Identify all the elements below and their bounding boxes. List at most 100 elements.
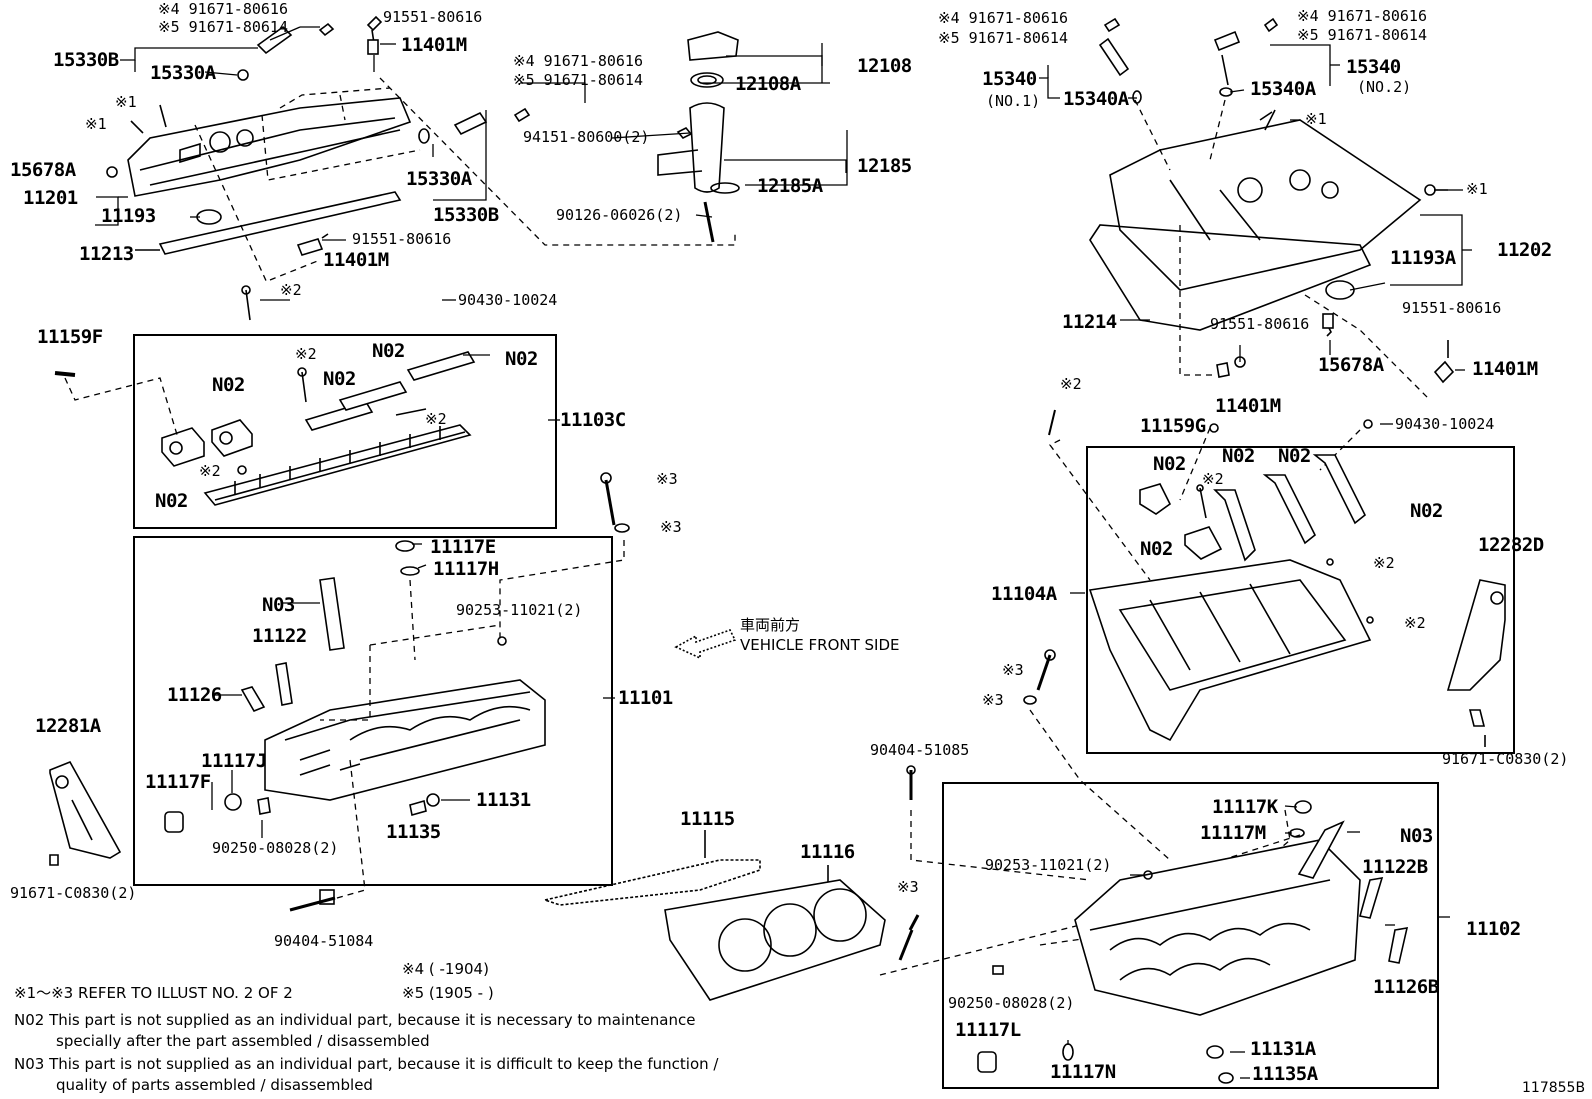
label-N02-2: N02: [505, 348, 538, 370]
label-vehicle-front-jp: 車両前方: [740, 616, 801, 634]
label-90250-b: 90250-08028(2): [948, 994, 1075, 1012]
dashed-11103C: [64, 377, 179, 439]
label-15340A-2: 15340A: [1250, 78, 1316, 100]
label-11101: 11101: [618, 687, 673, 709]
label-11122: 11122: [252, 625, 307, 647]
label-91551-80616-a: 91551-80616: [383, 8, 483, 26]
label-N02-7: N02: [1222, 445, 1255, 467]
leaders-left-top: [95, 26, 848, 301]
label-N02-4: N02: [212, 374, 245, 396]
label-N02-1: N02: [372, 340, 405, 362]
label-15340-2: 15340: [1346, 56, 1401, 78]
figure-number: 117855B: [1522, 1080, 1586, 1096]
label-11117N: 11117N: [1050, 1061, 1116, 1083]
label-91671-80616-d: ※4 91671-80616: [1297, 7, 1427, 25]
leaders-11101: [211, 543, 615, 838]
note-n02-line2: specially after the part assembled / dis…: [56, 1032, 430, 1050]
label-11401M-c: 11401M: [1215, 395, 1281, 417]
label-x1-a: ※1: [115, 93, 137, 111]
leaders-right-top: [1039, 44, 1472, 918]
label-11117F: 11117F: [145, 771, 211, 793]
label-vehicle-front-en: VEHICLE FRONT SIDE: [740, 636, 900, 654]
label-15330B-a: 15330B: [53, 49, 119, 71]
note-x4: ※4 ( -1904): [402, 960, 489, 978]
label-12108A: 12108A: [735, 73, 801, 95]
label-91671-80616-b: ※4 91671-80616: [513, 52, 643, 70]
cam-housing-11104A: [1048, 409, 1374, 742]
label-15330A-b: 15330A: [406, 168, 472, 190]
oil-filler: [657, 31, 740, 243]
label-x3-a: ※3: [656, 470, 678, 488]
label-11193A: 11193A: [1390, 247, 1456, 269]
label-x2-d: ※2: [199, 462, 221, 480]
label-11117J: 11117J: [201, 750, 267, 772]
cyl-head-left: [164, 540, 546, 833]
label-90404-51084: 90404-51084: [274, 932, 374, 950]
label-11103C: 11103C: [560, 409, 626, 431]
label-11116: 11116: [800, 841, 855, 863]
label-11401M-a: 11401M: [401, 34, 467, 56]
label-90430-b: 90430-10024: [1395, 415, 1495, 433]
gasket-11116: [664, 865, 886, 1001]
vehicle-front-arrow: [674, 629, 737, 660]
label-11115: 11115: [680, 808, 735, 830]
label-N02-3: N02: [323, 368, 356, 390]
label-11122B: 11122B: [1362, 856, 1428, 878]
label-11126: 11126: [167, 684, 222, 706]
label-12281A: 12281A: [35, 715, 101, 737]
bolts-left-top: [106, 15, 531, 321]
label-90430-a: 90430-10024: [458, 291, 558, 309]
label-11102: 11102: [1466, 918, 1521, 940]
label-11104A: 11104A: [991, 583, 1057, 605]
bolts-right-mid: [898, 649, 1056, 961]
frame-11101: [133, 536, 613, 886]
label-12185: 12185: [857, 155, 912, 177]
label-11159F: 11159F: [37, 326, 103, 348]
note-refer: ※1～※3 REFER TO ILLUST NO. 2 OF 2: [14, 984, 293, 1002]
label-11117K: 11117K: [1212, 796, 1278, 818]
label-x2-b: ※2: [295, 345, 317, 363]
label-x2-c: ※2: [425, 410, 447, 428]
label-15330A-a: 15330A: [150, 62, 216, 84]
label-11117E: 11117E: [430, 536, 496, 558]
label-11126B: 11126B: [1373, 976, 1439, 998]
label-91551-80616-d: 91551-80616: [1402, 299, 1502, 317]
label-91671-80616-c: ※4 91671-80616: [938, 9, 1068, 27]
label-15340A-1: 15340A: [1063, 88, 1129, 110]
label-no2: (NO.2): [1357, 78, 1412, 96]
note-n03-line1: N03 This part is not supplied as an indi…: [14, 1055, 719, 1073]
label-91671-C0830-b: 91671-C0830(2): [1442, 750, 1569, 768]
label-90253-a: 90253-11021(2): [456, 601, 583, 619]
label-x2-e: ※2: [1060, 375, 1082, 393]
frame-11102: [942, 782, 1439, 1089]
label-91671-80614-d: ※5 91671-80614: [1297, 26, 1427, 44]
label-91551-80616-c: 91551-80616: [1210, 315, 1310, 333]
label-94151: 94151-80600(2): [523, 128, 650, 146]
label-91671-C0830-a: 91671-C0830(2): [10, 884, 137, 902]
label-11131A: 11131A: [1250, 1038, 1316, 1060]
label-N02-10: N02: [1410, 500, 1443, 522]
label-x1-d: ※1: [1466, 180, 1488, 198]
label-x2-a: ※2: [280, 281, 302, 299]
label-11401M-b: 11401M: [323, 249, 389, 271]
label-90126: 90126-06026(2): [556, 206, 683, 224]
seal-11193: [196, 209, 222, 225]
gasket-11213: [135, 191, 402, 255]
label-91671-80614-a: ※5 91671-80614: [158, 18, 288, 36]
label-11131: 11131: [476, 789, 531, 811]
label-90404-51085: 90404-51085: [870, 741, 970, 759]
label-91671-80614-b: ※5 91671-80614: [513, 71, 643, 89]
label-x1-c: ※1: [1305, 110, 1327, 128]
label-15340-1: 15340: [982, 68, 1037, 90]
label-11214: 11214: [1062, 311, 1117, 333]
bracket-12281A: [49, 760, 122, 866]
label-x2-h: ※2: [1404, 614, 1426, 632]
label-91671-80616-a: ※4 91671-80616: [158, 0, 288, 18]
label-N02-5: N02: [155, 490, 188, 512]
label-15678A-b: 15678A: [1318, 354, 1384, 376]
frame-11104A: [1086, 446, 1515, 754]
label-x2-g: ※2: [1373, 554, 1395, 572]
label-12282D: 12282D: [1478, 534, 1544, 556]
label-N03-a: N03: [262, 594, 295, 616]
label-x1-b: ※1: [85, 115, 107, 133]
